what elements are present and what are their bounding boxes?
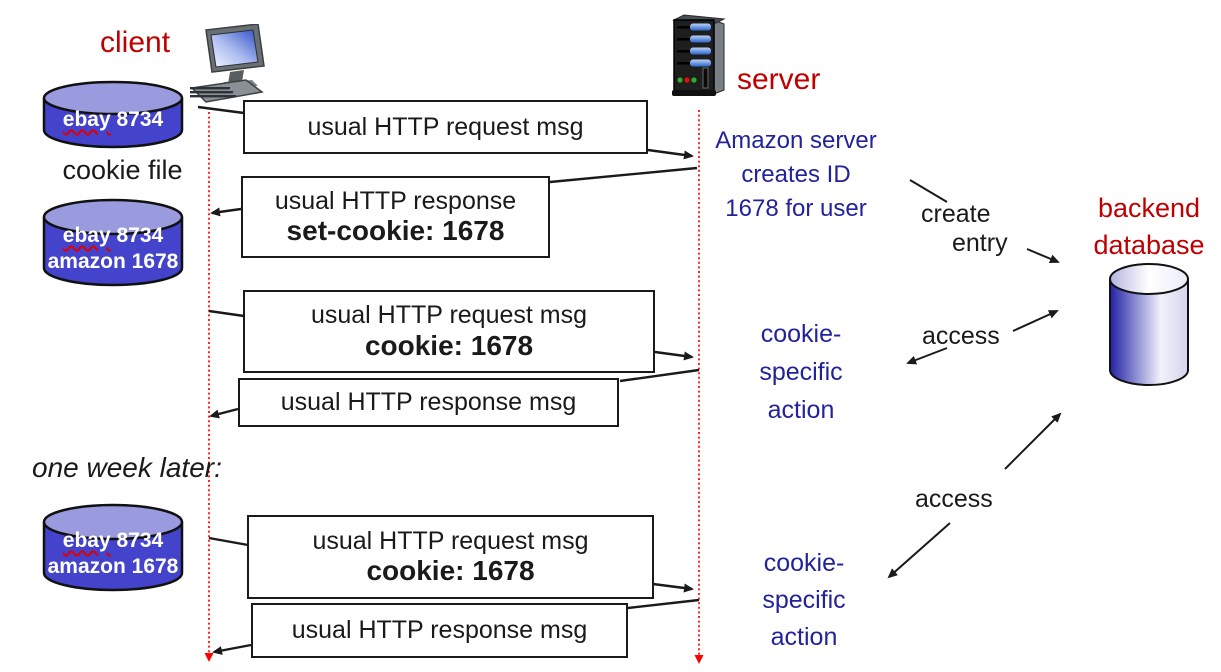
create-entry-arrow <box>1026 248 1060 264</box>
cookie-file-cylinder-1: ebay 8734 <box>42 80 184 152</box>
cookie-file-cylinder-2: ebay 8734 amazon 1678 <box>42 198 184 290</box>
cookie-specific-action-2: cookie- specific action <box>762 549 846 651</box>
response2-arrow <box>209 407 239 419</box>
msg-request3: usual HTTP request msg cookie: 1678 <box>247 515 654 599</box>
access-label-2: access <box>915 485 993 513</box>
response3-arrow <box>212 643 252 655</box>
cookie-specific-action-1: cookie- specific action <box>759 320 843 424</box>
msg-request1: usual HTTP request msg <box>243 100 648 154</box>
one-week-later-note: one week later: <box>32 452 222 483</box>
client-label: client <box>100 26 171 59</box>
msg-response3: usual HTTP response msg <box>251 603 628 658</box>
msg-response1: usual HTTP response set-cookie: 1678 <box>241 176 550 258</box>
request3-arrow <box>652 582 694 593</box>
msg-request2: usual HTTP request msg cookie: 1678 <box>243 290 655 373</box>
access2-arrow-action <box>887 522 951 579</box>
msg-response2: usual HTTP response msg <box>238 378 619 427</box>
cookie-entry: ebay 8734 <box>62 108 164 131</box>
cookie-entries: ebay 8734 amazon 1678 <box>47 224 179 273</box>
amazon-server-note: Amazon server creates ID 1678 for user <box>715 127 877 222</box>
server-icon <box>670 10 728 98</box>
access2-arrow-db <box>1004 412 1062 470</box>
backend-database-cylinder <box>1108 262 1190 388</box>
create-entry-label-line2: entry <box>952 229 1008 257</box>
cookie-file-label: cookie file <box>62 155 183 185</box>
client-computer-icon <box>183 23 270 106</box>
cookie-entries: ebay 8734 amazon 1678 <box>47 529 179 578</box>
cookie-file-cylinder-3: ebay 8734 amazon 1678 <box>42 503 184 595</box>
request1-arrow <box>647 148 694 160</box>
create-entry-label-line1: create <box>921 200 991 228</box>
server-label: server <box>737 63 821 96</box>
response1-arrow <box>210 207 242 217</box>
backend-database-label: backend database <box>1093 193 1205 260</box>
request2-arrow <box>654 350 694 361</box>
access1-arrow-db <box>1012 310 1059 332</box>
access-label-1: access <box>922 322 1000 350</box>
